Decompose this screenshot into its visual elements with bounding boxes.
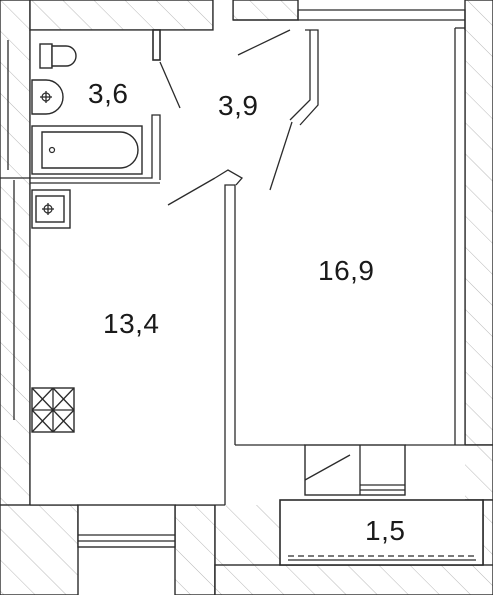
window-icon xyxy=(77,444,406,548)
balcony xyxy=(279,499,484,566)
sink-icon xyxy=(31,79,64,115)
left-wall-marks xyxy=(0,40,30,420)
hallway-area-label: 3,9 xyxy=(218,90,259,121)
stove-icon xyxy=(31,387,75,433)
door-swing-icon xyxy=(159,29,293,206)
bathtub-icon xyxy=(31,125,143,175)
living-room-area-label: 16,9 xyxy=(318,255,375,286)
toilet-icon xyxy=(39,43,77,69)
kitchen-sink-icon xyxy=(31,189,71,229)
balcony-area-label: 1,5 xyxy=(365,515,406,546)
wall-outlines xyxy=(29,0,466,506)
kitchen-area-label: 13,4 xyxy=(103,308,160,339)
bathroom-area-label: 3,6 xyxy=(88,78,129,109)
